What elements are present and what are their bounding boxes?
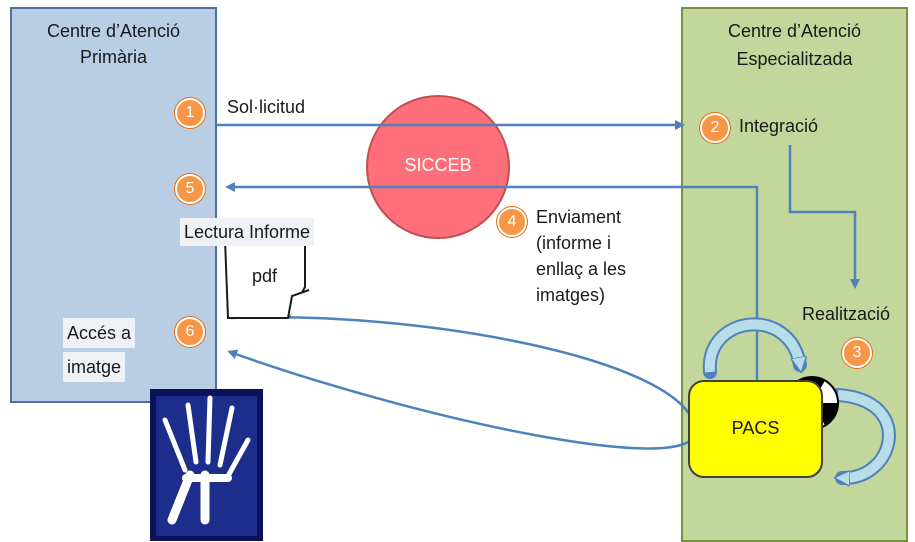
step-5-badge: 5 [175, 174, 205, 204]
step-5-label: Lectura Informe [180, 218, 315, 246]
primary-title-line1: Centre d’Atenció [46, 21, 181, 41]
image-access-loop [227, 315, 697, 450]
step-4-label-line3: enllaç a les [536, 259, 627, 279]
step-6-label-line2: imatge [63, 352, 126, 382]
step-4-label-line4: imatges) [536, 285, 606, 305]
specialized-title-line1: Centre d’Atenció [727, 21, 862, 41]
step-1-badge: 1 [175, 98, 205, 128]
document-label: pdf [252, 266, 278, 286]
step-4-badge: 4 [497, 207, 527, 237]
pacs-box: PACS [688, 380, 823, 478]
specialized-title-line2: Especialitzada [736, 49, 853, 69]
step-6-label-line1: Accés a [63, 318, 136, 348]
integration-arrow [788, 145, 860, 289]
step-3-label: Realització [802, 304, 891, 324]
step-2-label: Integració [739, 116, 819, 136]
step-6-badge: 6 [175, 317, 205, 347]
step-1-label: Sol·licitud [227, 97, 306, 117]
xray-hand-icon [150, 389, 263, 541]
sicceb-hub: SICCEB [366, 95, 510, 239]
step-3-badge: 3 [842, 338, 872, 368]
document-icon [223, 239, 310, 319]
primary-title-line2: Primària [79, 47, 147, 67]
step-4-label-line2: (informe i [536, 233, 612, 253]
sicceb-label: SICCEB [404, 155, 472, 175]
step-2-badge: 2 [700, 113, 730, 143]
step-4-label-line1: Enviament [536, 207, 622, 227]
pacs-label: PACS [731, 418, 780, 438]
send-arrow [225, 182, 759, 380]
